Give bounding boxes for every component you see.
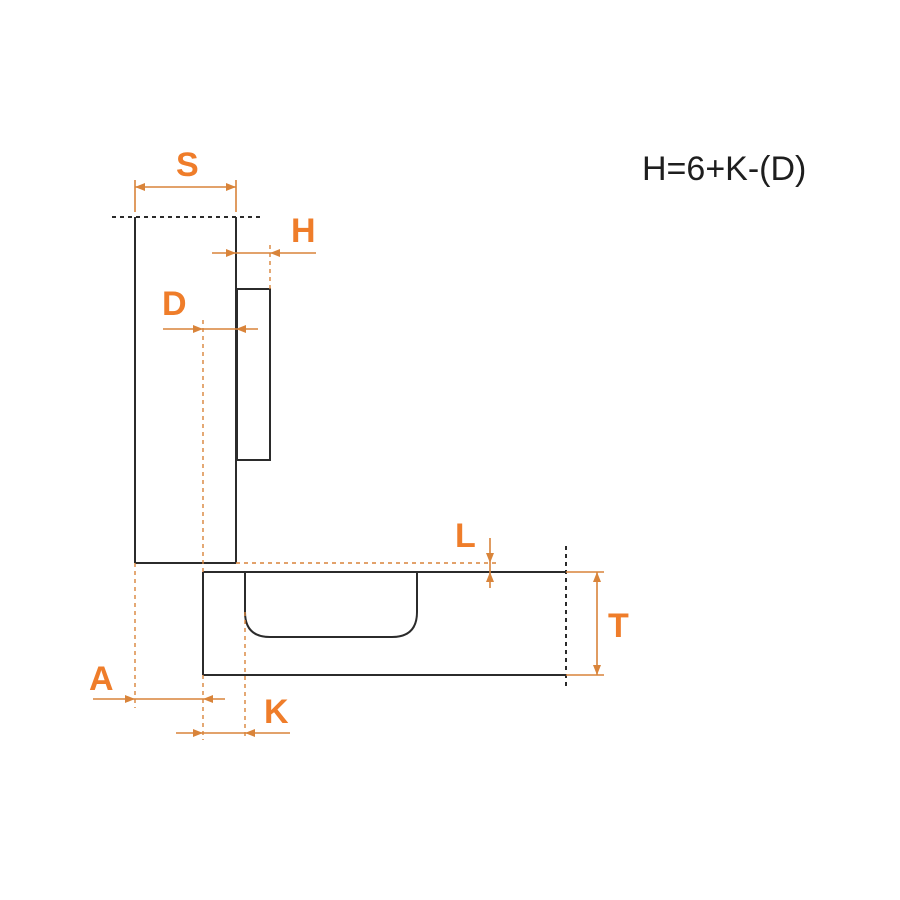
a-arrow-right	[203, 695, 213, 703]
dimension-d: D	[162, 285, 258, 572]
k-arrow-right	[245, 729, 255, 737]
hinge-arm-recess	[244, 572, 418, 638]
dimension-s: S	[134, 146, 237, 212]
dimension-t: T	[566, 571, 629, 676]
hinge-plate	[236, 288, 271, 461]
s-label: S	[176, 146, 199, 184]
k-label: K	[264, 693, 289, 731]
t-arrow-top	[593, 572, 601, 582]
l-arrow-bottom	[486, 572, 494, 582]
a-label: A	[89, 660, 114, 698]
formula-text: H=6+K-(D)	[642, 150, 806, 188]
h-arrow-left	[226, 249, 236, 257]
k-arrow-left	[193, 729, 203, 737]
s-arrow-left	[135, 183, 145, 191]
t-arrow-bottom	[593, 665, 601, 675]
a-arrow-left	[125, 695, 135, 703]
dimension-a: A	[89, 563, 225, 740]
door-panel	[112, 216, 262, 564]
dimension-l: L	[236, 517, 500, 588]
dimension-k: K	[176, 612, 290, 740]
h-label: H	[291, 212, 316, 250]
d-arrow-left	[193, 325, 203, 333]
t-label: T	[608, 607, 629, 645]
s-arrow-right	[226, 183, 236, 191]
l-label: L	[455, 517, 476, 555]
cabinet-panel	[202, 546, 567, 690]
d-label: D	[162, 285, 187, 323]
d-arrow-right	[236, 325, 246, 333]
l-arrow-top	[486, 553, 494, 563]
h-arrow-right	[270, 249, 280, 257]
dimension-h: H	[212, 212, 316, 289]
